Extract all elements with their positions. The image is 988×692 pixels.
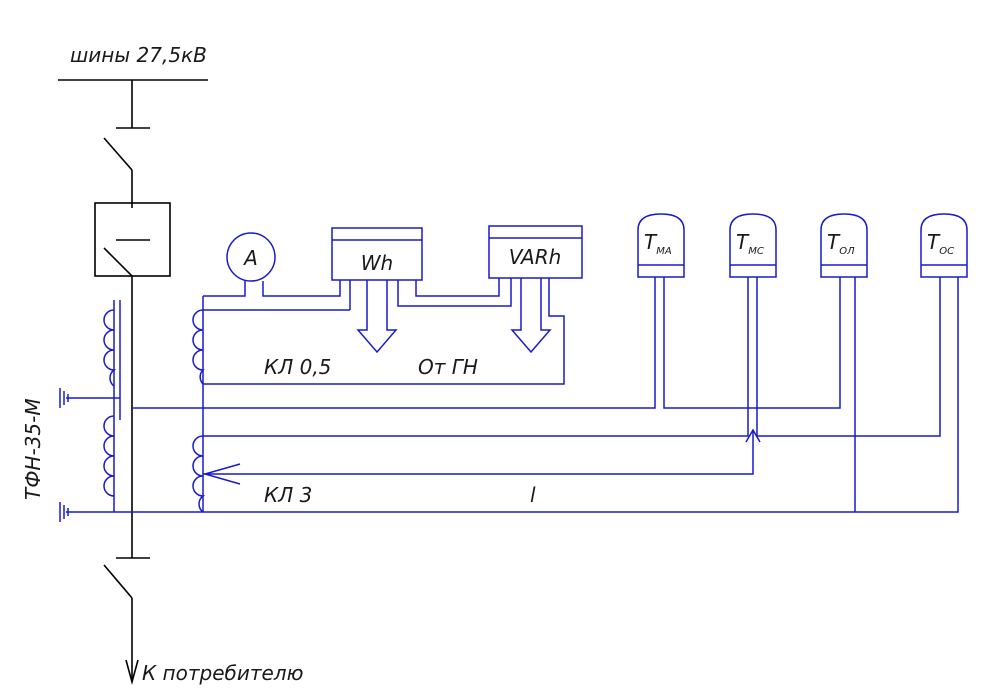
arrow-left-icon <box>202 463 241 485</box>
wattmeter <box>331 227 423 281</box>
svg-text:TОЛ: TОЛ <box>827 230 855 257</box>
sensor-ma-label: T <box>644 230 658 254</box>
transformer-type-label: ТФН-35-М <box>21 398 45 500</box>
accuracy-class-label: КЛ 0,5 <box>264 355 331 379</box>
arrow-down-icon <box>510 278 552 354</box>
cable-length-label: l <box>530 483 536 507</box>
arrow-down-icon <box>356 280 398 354</box>
ammeter <box>226 232 276 282</box>
secondary-winding-upper <box>192 309 205 385</box>
secondary-wiring <box>132 277 959 513</box>
primary-winding-lower <box>103 415 115 497</box>
sensor-ma-sub: МА <box>656 246 672 257</box>
sensors: TМА TМС TОЛ TОС <box>637 213 968 278</box>
wattmeter-label: Wh <box>361 251 393 275</box>
arrow-down-icon <box>125 659 139 686</box>
sensor-ol: TОЛ <box>820 213 868 278</box>
sensor-os-sub: ОС <box>939 246 954 257</box>
disconnector-top-blade <box>103 137 133 171</box>
sensor-ma: TМА <box>637 213 685 278</box>
voltage-transformer <box>59 296 206 522</box>
sensor-ms-label: T <box>736 230 750 254</box>
sensor-ms: TМС <box>729 213 777 278</box>
sensor-ol-label: T <box>827 230 841 254</box>
meters: A Wh VARh <box>226 225 583 354</box>
accuracy-class-label-2: КЛ 3 <box>264 483 312 507</box>
svg-text:TМА: TМА <box>644 230 672 257</box>
disconnector-bottom-blade <box>103 564 133 599</box>
sensor-ol-sub: ОЛ <box>839 246 855 257</box>
primary-winding-upper <box>103 309 117 387</box>
varmeter-label: VARh <box>509 245 562 269</box>
varmeter <box>488 225 583 279</box>
sensor-os: TОС <box>920 213 968 278</box>
sensor-os-label: T <box>927 230 941 254</box>
svg-text:TМС: TМС <box>736 230 764 257</box>
breaker-blade <box>103 247 133 277</box>
secondary-winding-lower <box>192 435 206 513</box>
sensor-ms-sub: МС <box>748 246 764 257</box>
from-gn-label: От ГН <box>418 355 478 379</box>
power-circuit <box>58 79 208 686</box>
ammeter-label: A <box>242 246 258 270</box>
arrow-up-icon <box>745 428 761 443</box>
consumer-label: К потребителю <box>142 661 303 685</box>
bus-label: шины 27,5кВ <box>70 43 207 67</box>
svg-text:TОС: TОС <box>927 230 954 257</box>
